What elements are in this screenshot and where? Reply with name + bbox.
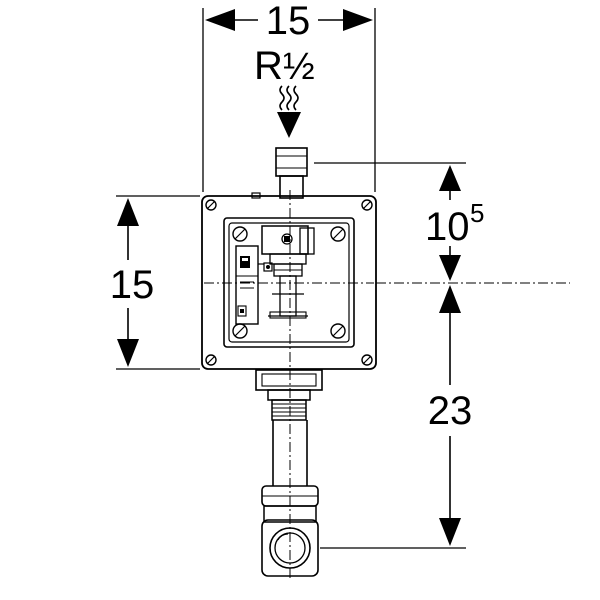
- valve-mechanism: [261, 225, 315, 319]
- corner-screw-top-left: [205, 199, 217, 211]
- outlet-thread: [271, 399, 307, 421]
- valve-knob-center: [284, 236, 290, 242]
- elbow-outlet-bore: [274, 532, 306, 564]
- valve-side-cap: [299, 227, 315, 255]
- elbow-outlet-ring: [269, 527, 311, 569]
- top-width-label: 15: [266, 0, 311, 43]
- arrowhead-left: [205, 9, 235, 31]
- top-width-dimension: 15: [202, 0, 376, 192]
- corner-screw-bottom-left: [205, 354, 217, 366]
- connector-nut: [275, 147, 308, 177]
- valve-body: [269, 253, 307, 265]
- right-upper-dimension: 10 5: [314, 162, 570, 284]
- wave-line-2: [286, 85, 292, 111]
- arrowhead-up-lower: [439, 285, 461, 313]
- wavy-water-arrow-icon: [277, 85, 301, 138]
- right-upper-superscript: 5: [470, 198, 484, 228]
- elbow-highlight: [277, 533, 289, 541]
- arrowhead-down: [439, 255, 461, 281]
- control-module: [235, 245, 264, 325]
- left-height-dimension: 15: [110, 195, 200, 370]
- outlet-flange: [255, 369, 323, 391]
- inner-screw-bottom-right: [330, 323, 346, 339]
- arrowhead-down-lower: [439, 518, 461, 546]
- inner-screw-bottom-left: [232, 323, 248, 339]
- connector-stem: [279, 175, 304, 199]
- outlet-collar: [267, 389, 311, 401]
- arrowhead-right: [343, 9, 373, 31]
- top-connector: [251, 147, 308, 199]
- right-lower-dimension: 23: [320, 285, 473, 549]
- arrowhead-bottom: [117, 339, 139, 367]
- inner-screw-top-left: [232, 226, 248, 242]
- connection-main-label: R: [254, 44, 283, 88]
- control-module-body: [235, 245, 259, 325]
- inlet-arrowhead: [277, 112, 301, 138]
- corner-screw-bottom-right: [361, 354, 373, 366]
- control-module-chip: [240, 256, 250, 268]
- wave-line-1: [279, 85, 285, 111]
- valve-spindle: [279, 275, 297, 317]
- right-lower-label: 23: [428, 389, 473, 433]
- arrowhead-top: [117, 198, 139, 226]
- outlet-assembly: [255, 369, 323, 577]
- connection-fraction-label: ½: [283, 46, 315, 88]
- left-height-label: 15: [110, 263, 155, 307]
- inner-screw-top-right: [330, 226, 346, 242]
- valve-side-nut: [263, 262, 273, 272]
- arrowhead-up: [439, 165, 461, 191]
- corner-screw-top-right: [361, 199, 373, 211]
- elbow-neck: [263, 505, 317, 523]
- wave-line-3: [293, 85, 299, 111]
- right-upper-label: 10: [425, 205, 470, 249]
- housing-box: [201, 195, 377, 370]
- valve-knob: [281, 233, 293, 245]
- elbow-body: [261, 519, 319, 577]
- connection-label: R ½: [254, 44, 315, 88]
